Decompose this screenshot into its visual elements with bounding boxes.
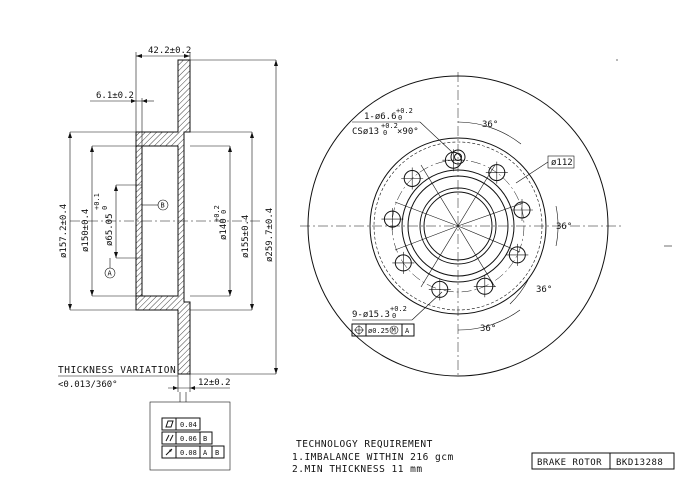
technology-notes: TECHNOLOGY REQUIREMENT 1.IMBALANCE WITHI… [292, 439, 454, 475]
svg-text:0: 0 [392, 312, 396, 320]
angle-36-lower-right: 36° [536, 285, 552, 295]
dim-hat-offset: 6.1±0.2 [96, 91, 134, 101]
position-tolerance: ø0.25 [368, 327, 389, 335]
angle-36-top: 36° [482, 120, 498, 130]
notes-heading: TECHNOLOGY REQUIREMENT [296, 439, 433, 450]
runout-datum-a: A [203, 449, 208, 457]
dim-d65-tol: +0.1 [93, 193, 101, 210]
svg-text:×90°: ×90° [397, 127, 419, 137]
pcd-label: ø112 [551, 158, 573, 168]
dim-total-thickness: 42.2±0.2 [148, 46, 191, 56]
flatness-value: 0.04 [180, 421, 197, 429]
parallelism-value: 0.06 [180, 435, 197, 443]
parallelism-datum: B [203, 435, 207, 443]
bolt-holes [381, 149, 533, 301]
dim-d140-tol: +0.2 [213, 205, 221, 222]
parallelism-icon [165, 434, 174, 442]
tolerance-frame: 0.04 0.06 B 0.08 A B [149, 392, 231, 471]
datum-b-marker [157, 199, 169, 211]
dim-d140-tol2: 0 [220, 210, 228, 214]
hole-callout-line1: 1-ø6.6 [364, 112, 397, 122]
angle-36-right: 36° [556, 222, 572, 232]
position-icon [354, 325, 364, 335]
title-block: BRAKE ROTOR BKD13288 [531, 452, 675, 470]
rotor-outer-edge [307, 75, 609, 377]
notes-line2: 2.MIN THICKNESS 11 mm [292, 464, 423, 475]
svg-text:A: A [108, 270, 113, 278]
center-small-hole [450, 149, 466, 165]
runout-icon [165, 448, 173, 456]
dim-d140: ø140 [219, 218, 229, 240]
thickness-variation-value: <0.013/360° [58, 380, 118, 390]
side-section-view: ø157.2±0.4 ø150±0.4 ø65.05 +0.1 0 ø140 +… [58, 46, 278, 392]
dim-d259: ø259.7±0.4 [265, 208, 275, 262]
datum-a-marker [104, 267, 116, 279]
dim-disc-thickness: 12±0.2 [198, 378, 231, 388]
dim-d65: ø65.05 [105, 213, 115, 246]
svg-text:0: 0 [383, 129, 387, 137]
part-number: BKD13288 [616, 458, 663, 468]
svg-text:B: B [161, 202, 165, 210]
svg-text:0: 0 [398, 114, 402, 122]
svg-text:+0.2: +0.2 [381, 122, 398, 130]
thickness-variation-label: THICKNESS VARIATION [58, 365, 176, 376]
flatness-icon [165, 420, 174, 428]
runout-value: 0.08 [180, 449, 197, 457]
position-datum: A [405, 327, 410, 335]
dim-d155: ø155±0.4 [241, 215, 251, 258]
dim-d157: ø157.2±0.4 [59, 204, 69, 258]
position-modifier: M [392, 327, 396, 335]
dim-d150: ø150±0.4 [81, 209, 91, 252]
angle-36-bottom: 36° [480, 324, 496, 334]
hole-callout-line2: CSø13 [352, 127, 379, 137]
part-name: BRAKE ROTOR [537, 458, 602, 468]
front-view: 36° 36° 36° 36° ø112 1-ø6.6 +0.2 0 CSø13… [300, 72, 622, 378]
svg-text:+0.2: +0.2 [390, 305, 407, 313]
dim-d65-tol2: 0 [101, 206, 109, 210]
notes-line1: 1.IMBALANCE WITHIN 216 gcm [292, 452, 454, 463]
svg-text:+0.2: +0.2 [396, 107, 413, 115]
bolt-holes-callout: 9-ø15.3 [352, 310, 390, 320]
runout-datum-b: B [215, 449, 219, 457]
